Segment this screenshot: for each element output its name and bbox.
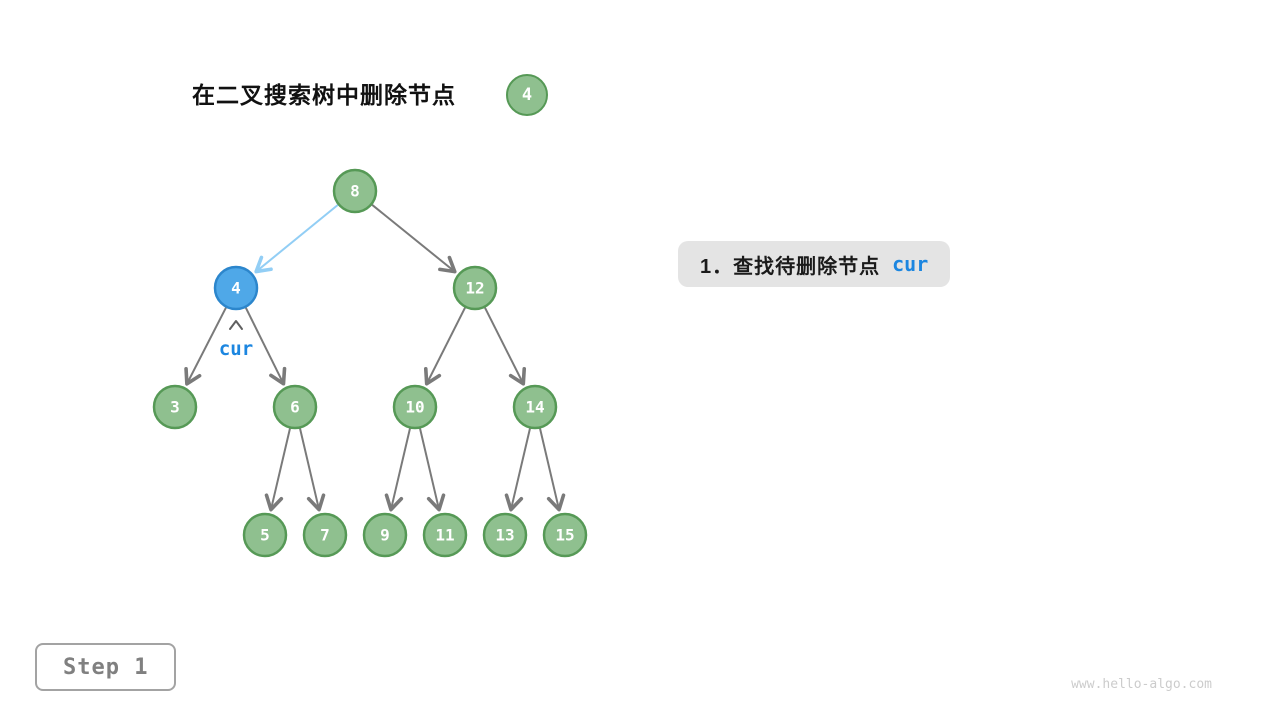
tree-node-8: 8 <box>332 168 378 214</box>
tree-node-value-14: 14 <box>525 398 544 417</box>
cur-pointer-caret <box>229 320 243 330</box>
tree-node-value-11: 11 <box>435 526 454 545</box>
title-node-badge: 4 <box>506 74 548 116</box>
tree-node-3: 3 <box>152 384 198 430</box>
tree-node-value-5: 5 <box>260 526 270 545</box>
tree-node-circle-14 <box>512 384 558 430</box>
tree-node-4: 4 <box>213 265 259 311</box>
annotation-code-cur: cur <box>892 252 929 276</box>
tree-node-circle-11 <box>422 512 468 558</box>
tree-node-12: 12 <box>452 265 498 311</box>
page-title: 在二叉搜索树中删除节点 <box>192 82 456 108</box>
tree-node-value-13: 13 <box>495 526 514 545</box>
tree-node-value-12: 12 <box>465 279 484 298</box>
tree-node-circle-3 <box>152 384 198 430</box>
tree-edge-14-13 <box>504 428 531 512</box>
step-box: Step 1 <box>35 643 177 691</box>
tree-node-value-7: 7 <box>320 526 330 545</box>
tree-node-circle-12 <box>452 265 498 311</box>
tree-node-circle-6 <box>272 384 318 430</box>
tree-edge-8-4 <box>254 204 339 274</box>
tree-edge-6-7 <box>299 428 326 512</box>
tree-node-value-3: 3 <box>170 398 180 417</box>
tree-node-circle-5 <box>242 512 288 558</box>
tree-edge-12-10 <box>423 307 466 386</box>
tree-node-circle-9 <box>362 512 408 558</box>
tree-edge-12-14 <box>484 307 527 386</box>
tree-node-circle-10 <box>392 384 438 430</box>
tree-node-circle-13 <box>482 512 528 558</box>
tree-node-13: 13 <box>482 512 528 558</box>
tree-node-value-6: 6 <box>290 398 300 417</box>
tree-node-circle-8 <box>332 168 378 214</box>
cur-pointer-label: cur <box>219 338 253 360</box>
step-label: Step 1 <box>63 654 149 680</box>
tree-node-value-15: 15 <box>555 526 574 545</box>
tree-node-circle-4 <box>213 265 259 311</box>
tree-edge-6-5 <box>264 428 291 512</box>
tree-edge-10-9 <box>384 428 411 512</box>
step-annotation: 1．查找待删除节点 cur <box>678 241 951 287</box>
tree-edge-10-11 <box>419 428 446 512</box>
tree-node-10: 10 <box>392 384 438 430</box>
tree-edge-14-15 <box>539 428 566 512</box>
tree-node-value-8: 8 <box>350 182 360 201</box>
tree-node-11: 11 <box>422 512 468 558</box>
tree-node-9: 9 <box>362 512 408 558</box>
tree-node-value-9: 9 <box>380 526 390 545</box>
tree-node-circle-15 <box>542 512 588 558</box>
watermark: www.hello-algo.com <box>1071 677 1212 692</box>
tree-edge-4-3 <box>184 307 227 386</box>
tree-node-15: 15 <box>542 512 588 558</box>
tree-node-6: 6 <box>272 384 318 430</box>
tree-node-7: 7 <box>302 512 348 558</box>
tree-node-value-10: 10 <box>405 398 424 417</box>
tree-edge-8-12 <box>371 204 457 274</box>
tree-edge-4-6 <box>244 307 287 386</box>
tree-node-value-4: 4 <box>231 279 241 298</box>
tree-node-circle-7 <box>302 512 348 558</box>
tree-node-14: 14 <box>512 384 558 430</box>
annotation-text: 1．查找待删除节点 <box>700 255 881 278</box>
tree-node-5: 5 <box>242 512 288 558</box>
